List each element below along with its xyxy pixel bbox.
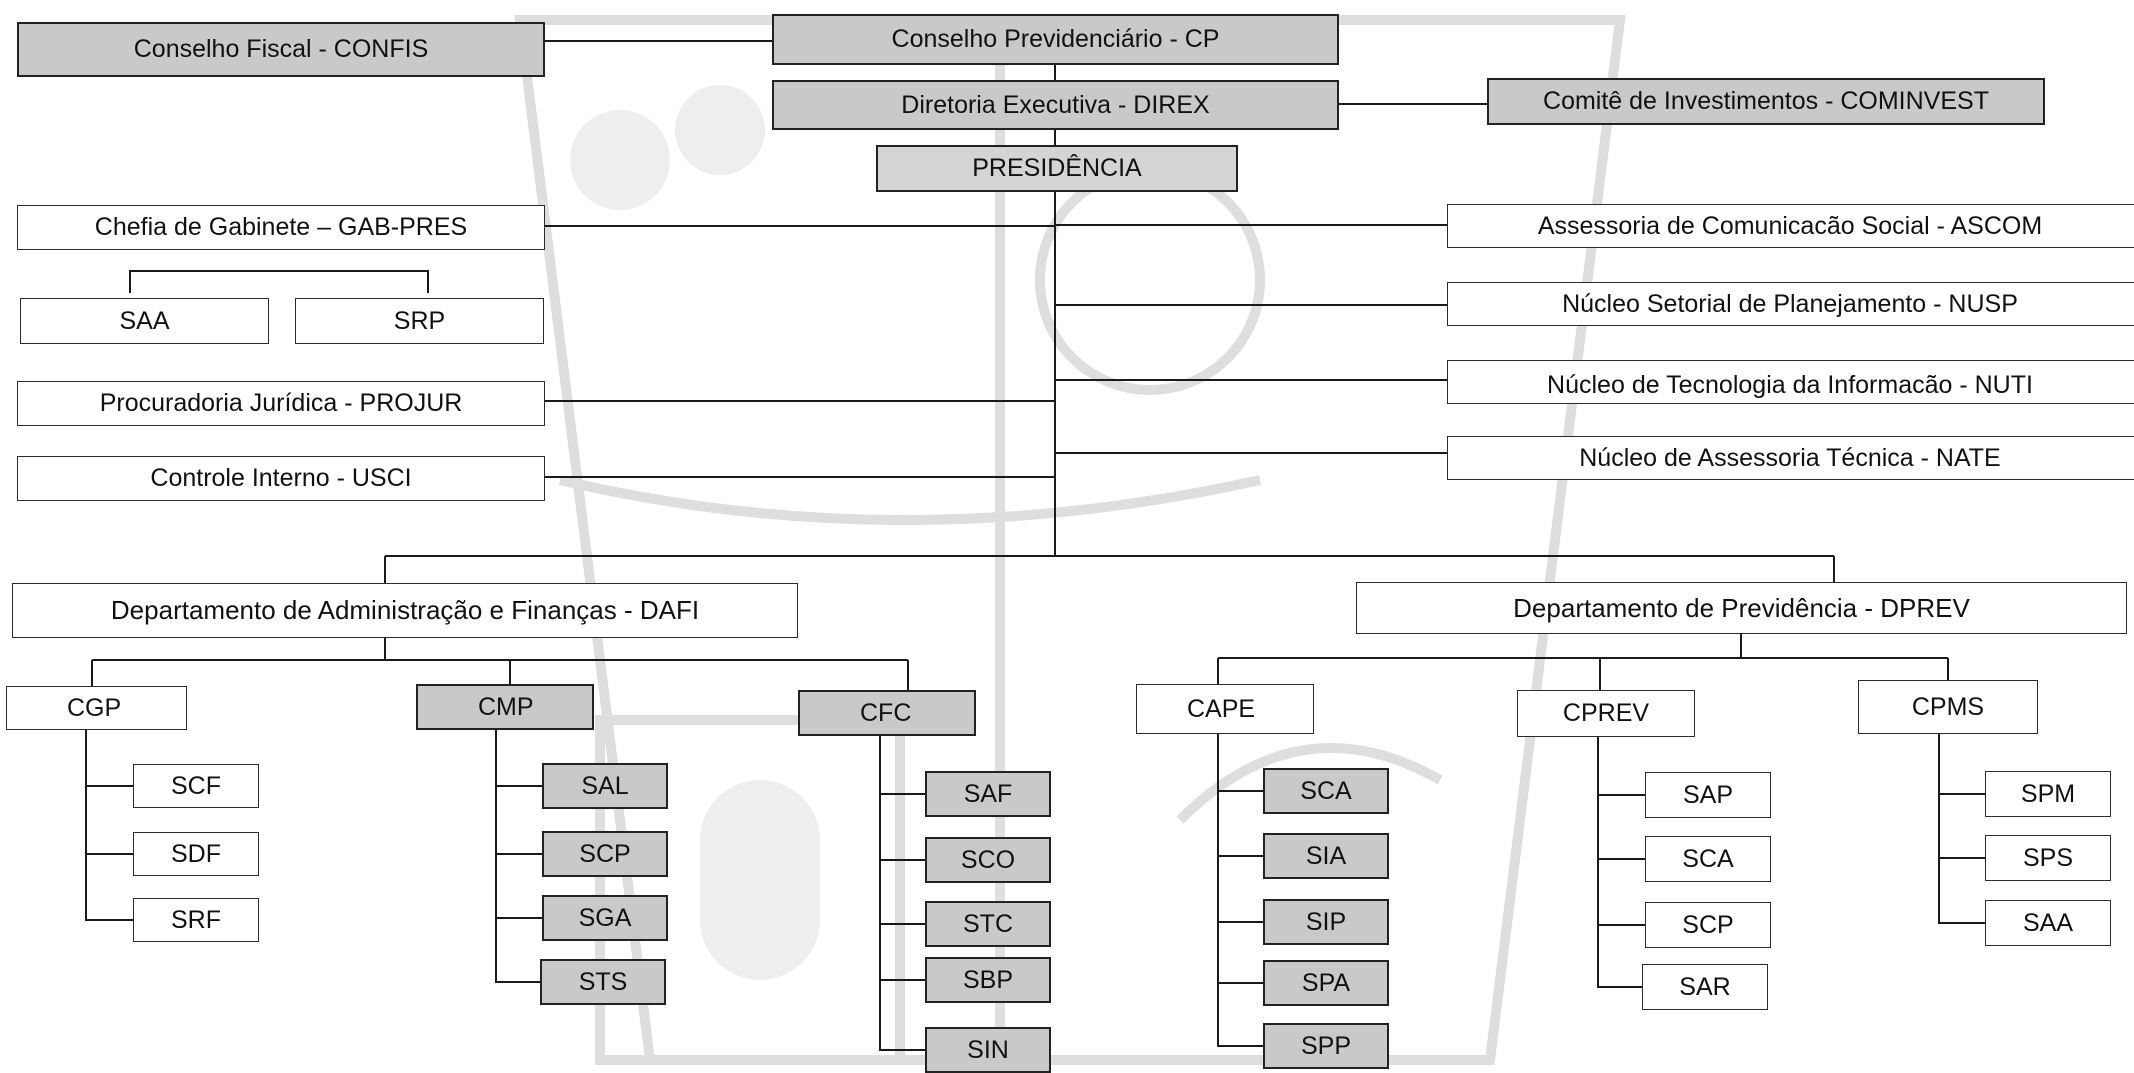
node-presidencia: PRESIDÊNCIA	[876, 145, 1238, 192]
node-cape-spp: SPP	[1263, 1023, 1389, 1069]
node-cfc: CFC	[798, 690, 976, 736]
node-srp-gab: SRP	[295, 298, 544, 344]
node-cmp-sal: SAL	[542, 763, 668, 809]
node-cmp-scp: SCP	[542, 831, 668, 877]
node-cgp: CGP	[6, 686, 187, 730]
node-cfc-sco: SCO	[925, 837, 1051, 883]
node-cprev-scp: SCP	[1645, 902, 1771, 948]
node-cpms-saa: SAA	[1985, 900, 2111, 946]
node-cgp-sdf: SDF	[133, 832, 259, 876]
node-gab-pres: Chefia de Gabinete – GAB-PRES	[17, 205, 545, 250]
node-cape-sip: SIP	[1263, 899, 1389, 945]
node-projur: Procuradoria Jurídica - PROJUR	[17, 381, 545, 426]
node-nusp: Núcleo Setorial de Planejamento - NUSP	[1447, 282, 2134, 326]
node-cominvest: Comitê de Investimentos - COMINVEST	[1487, 78, 2045, 125]
node-ascom: Assessoria de Comunicacão Social - ASCOM	[1447, 204, 2134, 248]
node-nate: Núcleo de Assessoria Técnica - NATE	[1447, 436, 2134, 480]
node-dafi: Departamento de Administração e Finanças…	[12, 583, 798, 638]
node-confis: Conselho Fiscal - CONFIS	[17, 22, 545, 77]
node-cape-sia: SIA	[1263, 833, 1389, 879]
node-nuti: Núcleo de Tecnologia da Informacão - NUT…	[1447, 360, 2134, 404]
node-cprev-sca: SCA	[1645, 836, 1771, 882]
node-cfc-sbp: SBP	[925, 957, 1051, 1003]
node-cape-spa: SPA	[1263, 960, 1389, 1006]
node-cgp-srf: SRF	[133, 898, 259, 942]
node-direx: Diretoria Executiva - DIREX	[772, 80, 1339, 130]
node-cprev-sap: SAP	[1645, 772, 1771, 818]
node-cmp-sts: STS	[540, 959, 666, 1005]
node-cprev: CPREV	[1517, 690, 1695, 737]
node-cpms-sps: SPS	[1985, 835, 2111, 881]
node-usci: Controle Interno - USCI	[17, 456, 545, 501]
node-saa-gab: SAA	[20, 298, 269, 344]
node-cprev-sar: SAR	[1642, 964, 1768, 1010]
node-cfc-sin: SIN	[925, 1027, 1051, 1073]
node-cfc-stc: STC	[925, 901, 1051, 947]
node-cfc-saf: SAF	[925, 771, 1051, 817]
node-cape: CAPE	[1136, 684, 1314, 734]
node-cmp: CMP	[416, 684, 594, 730]
node-cp: Conselho Previdenciário - CP	[772, 14, 1339, 65]
node-cpms: CPMS	[1858, 680, 2038, 734]
node-cpms-spm: SPM	[1985, 771, 2111, 817]
node-cape-sca: SCA	[1263, 768, 1389, 814]
node-cgp-scf: SCF	[133, 764, 259, 808]
node-dprev: Departamento de Previdência - DPREV	[1356, 582, 2127, 634]
node-cmp-sga: SGA	[542, 895, 668, 941]
